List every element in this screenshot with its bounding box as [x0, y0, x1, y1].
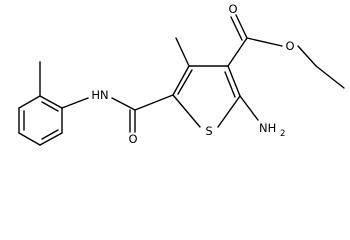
amino-group-label: NH 2 — [259, 121, 285, 139]
bond — [61, 97, 89, 109]
bond — [39, 95, 63, 109]
bond — [227, 65, 241, 97]
bond — [315, 65, 345, 89]
bond — [235, 14, 248, 39]
bond — [134, 94, 174, 111]
atom-labels: O O HN O S NH 2 — [91, 2, 294, 146]
bond — [297, 45, 317, 67]
bond — [224, 71, 236, 98]
bond — [18, 132, 41, 146]
bond — [18, 95, 41, 109]
bond — [217, 95, 241, 128]
bond — [172, 65, 190, 96]
chemical-structure-diagram: O O HN O S NH 2 — [18, 2, 345, 146]
ester-carbonyl-oxygen-label: O — [228, 2, 237, 16]
bond — [227, 37, 248, 67]
ester-ether-oxygen-label: O — [285, 39, 294, 53]
bond — [39, 132, 63, 146]
amide-nh-label: HN — [91, 88, 108, 102]
ring-sulfur-label: S — [205, 124, 212, 138]
amino-hydrogen-count: 2 — [280, 129, 285, 139]
bond — [175, 37, 190, 67]
bond — [111, 97, 136, 111]
bond — [177, 69, 193, 95]
bond — [230, 16, 243, 41]
bond — [246, 37, 283, 47]
amino-nitrogen-label: NH — [259, 121, 276, 135]
bond — [41, 129, 59, 140]
bonds — [18, 14, 345, 146]
bond — [41, 101, 59, 112]
bond — [239, 95, 259, 121]
amide-carbonyl-oxygen-label: O — [128, 132, 137, 146]
bond — [172, 94, 201, 128]
